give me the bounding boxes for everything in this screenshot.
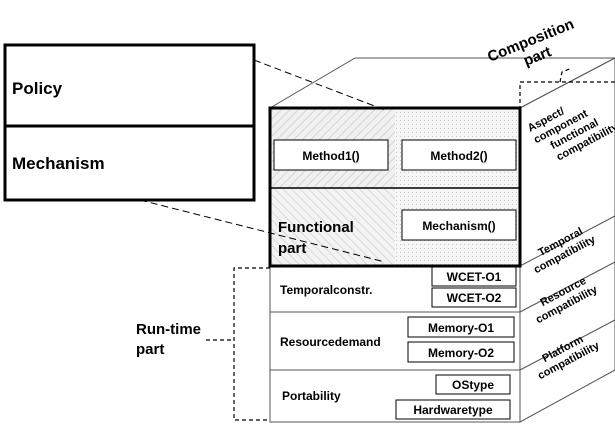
memory-o1-box <box>407 316 515 338</box>
runtime-bracket <box>233 267 270 421</box>
mechanism-connector <box>139 199 386 263</box>
method2-label: Method2() <box>430 149 487 163</box>
functional-part-label-line1: Functional <box>278 219 354 236</box>
portability-label: Portability <box>282 389 341 403</box>
mechanism-label: Mechanism <box>12 154 105 173</box>
method1-label: Method1() <box>302 149 359 163</box>
composition-bracket-tick <box>559 67 573 83</box>
hardwaretype-box <box>395 399 511 420</box>
right-face-separator <box>519 319 615 371</box>
runtime-part-label-line2: part <box>136 341 164 358</box>
composition-bracket <box>519 81 615 110</box>
memory-o1-label: Memory-O1 <box>428 321 494 335</box>
ostype-box <box>435 374 511 395</box>
right-face-separator <box>519 215 615 267</box>
wcet-o1-box <box>431 266 517 287</box>
ostype-label: OStype <box>452 378 494 392</box>
functional-part-grid-fill <box>395 108 520 266</box>
functional-part-label-line2: part <box>278 240 306 257</box>
memory-o2-box <box>407 341 515 363</box>
resource-demand-label: Resourcedemand <box>280 335 381 349</box>
right-face-separator <box>519 261 615 313</box>
wcet-o1-label: WCET-O1 <box>447 270 502 284</box>
hardwaretype-label: Hardwaretype <box>413 403 493 417</box>
runtime-part-label-line1: Run-time <box>136 321 201 338</box>
method2-box <box>401 139 517 171</box>
mechanism-box <box>3 124 256 202</box>
wcet-o2-box <box>431 287 517 308</box>
policy-connector <box>253 59 386 111</box>
mechanism-method-box <box>401 209 517 241</box>
mechanism-method-label: Mechanism() <box>422 219 495 233</box>
method1-box <box>273 139 389 171</box>
wcet-o2-label: WCET-O2 <box>447 291 502 305</box>
functional-part-hatch-fill <box>270 188 395 266</box>
policy-label: Policy <box>12 79 63 98</box>
functional-part-frame <box>268 106 522 268</box>
memory-o2-label: Memory-O2 <box>428 346 494 360</box>
temporal-constraint-label: Temporalconstr. <box>280 283 372 297</box>
